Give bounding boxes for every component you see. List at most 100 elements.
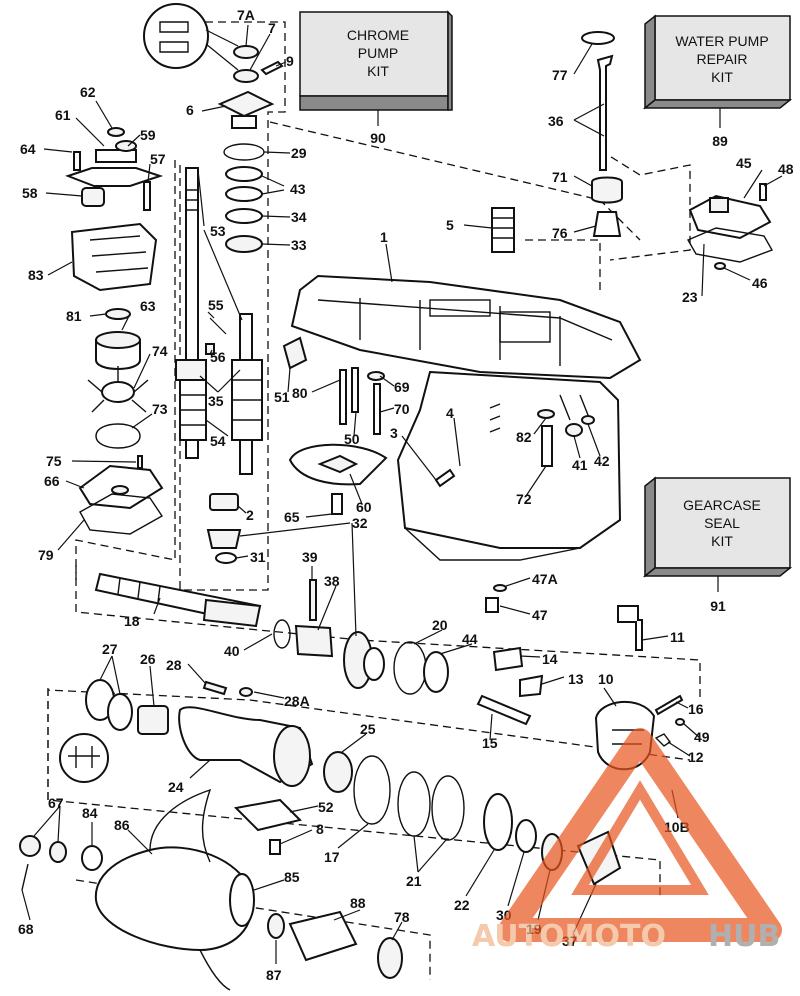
- watermark-logo: AUTOMOTO HUB: [472, 728, 782, 954]
- part-number: 77: [552, 67, 568, 83]
- part-number: 49: [694, 729, 710, 745]
- part-number: 28: [166, 657, 182, 673]
- part-number: 17: [324, 849, 340, 865]
- part-number: 73: [152, 401, 168, 417]
- part-number: 22: [454, 897, 470, 913]
- part-number: 14: [542, 651, 558, 667]
- part-number: 71: [552, 169, 568, 185]
- part-number: 35: [208, 393, 224, 409]
- part-number: 5: [446, 217, 454, 233]
- part-number: 76: [552, 225, 568, 241]
- part-number: 52: [318, 799, 334, 815]
- part-number: 10: [598, 671, 614, 687]
- part-number: 69: [394, 379, 410, 395]
- part-number: 57: [150, 151, 166, 167]
- watermark-brand: HUB: [708, 919, 780, 954]
- part-number: 51: [274, 389, 290, 405]
- kit-title-line: KIT: [367, 63, 389, 79]
- part-number: 21: [406, 873, 422, 889]
- part-number: 88: [350, 895, 366, 911]
- part-number: 2: [246, 507, 254, 523]
- part-number: 9: [286, 53, 294, 69]
- part-number: 83: [28, 267, 44, 283]
- part-number: 45: [736, 155, 752, 171]
- part-number: 47A: [532, 571, 558, 587]
- part-number: 26: [140, 651, 156, 667]
- propeller-parts: [19, 788, 403, 991]
- part-number: 46: [752, 275, 768, 291]
- water-pump-parts: [65, 3, 284, 535]
- part-number: 79: [38, 547, 54, 563]
- part-number: 32: [352, 515, 368, 531]
- part-number: 53: [210, 223, 226, 239]
- watermark-brand: AUTOMOTO: [472, 919, 666, 954]
- part-number: 60: [356, 499, 372, 515]
- part-number: 6: [186, 102, 194, 118]
- part-number: 68: [18, 921, 34, 937]
- part-number: 82: [516, 429, 532, 445]
- part-number: 29: [291, 145, 307, 161]
- part-number: 75: [46, 453, 62, 469]
- part-number: 25: [360, 721, 376, 737]
- kit-title-line: SEAL: [704, 515, 740, 531]
- part-number: 27: [102, 641, 118, 657]
- part-number: 12: [688, 749, 704, 765]
- part-number: 50: [344, 431, 360, 447]
- kit-number: 89: [712, 133, 728, 149]
- part-number: 47: [532, 607, 548, 623]
- kit-box-water-pump-repair: WATER PUMP REPAIR KIT 89: [642, 14, 793, 149]
- kit-number: 90: [370, 130, 386, 146]
- part-number: 61: [55, 107, 71, 123]
- kit-title-line: KIT: [711, 533, 733, 549]
- part-number: 31: [250, 549, 266, 565]
- part-number: 74: [152, 343, 168, 359]
- part-number: 64: [20, 141, 36, 157]
- part-number: 34: [291, 209, 307, 225]
- part-number: 15: [482, 735, 498, 751]
- part-number: 39: [302, 549, 318, 565]
- gearcase-housing: [290, 274, 642, 561]
- kit-title-line: WATER PUMP: [675, 33, 768, 49]
- part-number: 80: [292, 385, 308, 401]
- kit-title-line: KIT: [711, 69, 733, 85]
- part-number: 48: [778, 161, 794, 177]
- part-number: 72: [516, 491, 532, 507]
- part-number: 55: [208, 297, 224, 313]
- part-number: 33: [291, 237, 307, 253]
- part-number: 40: [224, 643, 240, 659]
- part-number: 36: [548, 113, 564, 129]
- part-number: 78: [394, 909, 410, 925]
- part-number: 7A: [237, 7, 255, 23]
- part-number: 23: [682, 289, 698, 305]
- part-number: 81: [66, 308, 82, 324]
- part-number: 13: [568, 671, 584, 687]
- part-number: 85: [284, 869, 300, 885]
- part-number: 86: [114, 817, 130, 833]
- part-number: 58: [22, 185, 38, 201]
- part-number: 16: [688, 701, 704, 717]
- part-number: 20: [432, 617, 448, 633]
- part-number: 18: [124, 613, 140, 629]
- kit-box-chrome-pump: CHROME PUMP KIT 90: [299, 10, 453, 146]
- part-number: 11: [670, 629, 685, 645]
- part-number: 70: [394, 401, 410, 417]
- part-number: 7: [268, 20, 276, 36]
- kit-title-line: REPAIR: [696, 51, 747, 67]
- kit-number: 91: [710, 598, 726, 614]
- part-number: 28A: [284, 693, 310, 709]
- part-number: 42: [594, 453, 610, 469]
- water-tube-parts: [581, 31, 774, 270]
- part-number: 62: [80, 84, 96, 100]
- kit-title-line: CHROME: [347, 27, 409, 43]
- leader-lines: [21, 24, 783, 964]
- part-number: 44: [462, 631, 478, 647]
- part-number: 3: [390, 425, 398, 441]
- kit-title-line: PUMP: [358, 45, 398, 61]
- part-number: 1: [380, 229, 388, 245]
- part-number: 56: [210, 349, 226, 365]
- part-number: 8: [316, 821, 324, 837]
- part-number: 59: [140, 127, 156, 143]
- part-number: 38: [324, 573, 340, 589]
- kit-box-gearcase-seal: GEARCASE SEAL KIT 91: [642, 476, 793, 614]
